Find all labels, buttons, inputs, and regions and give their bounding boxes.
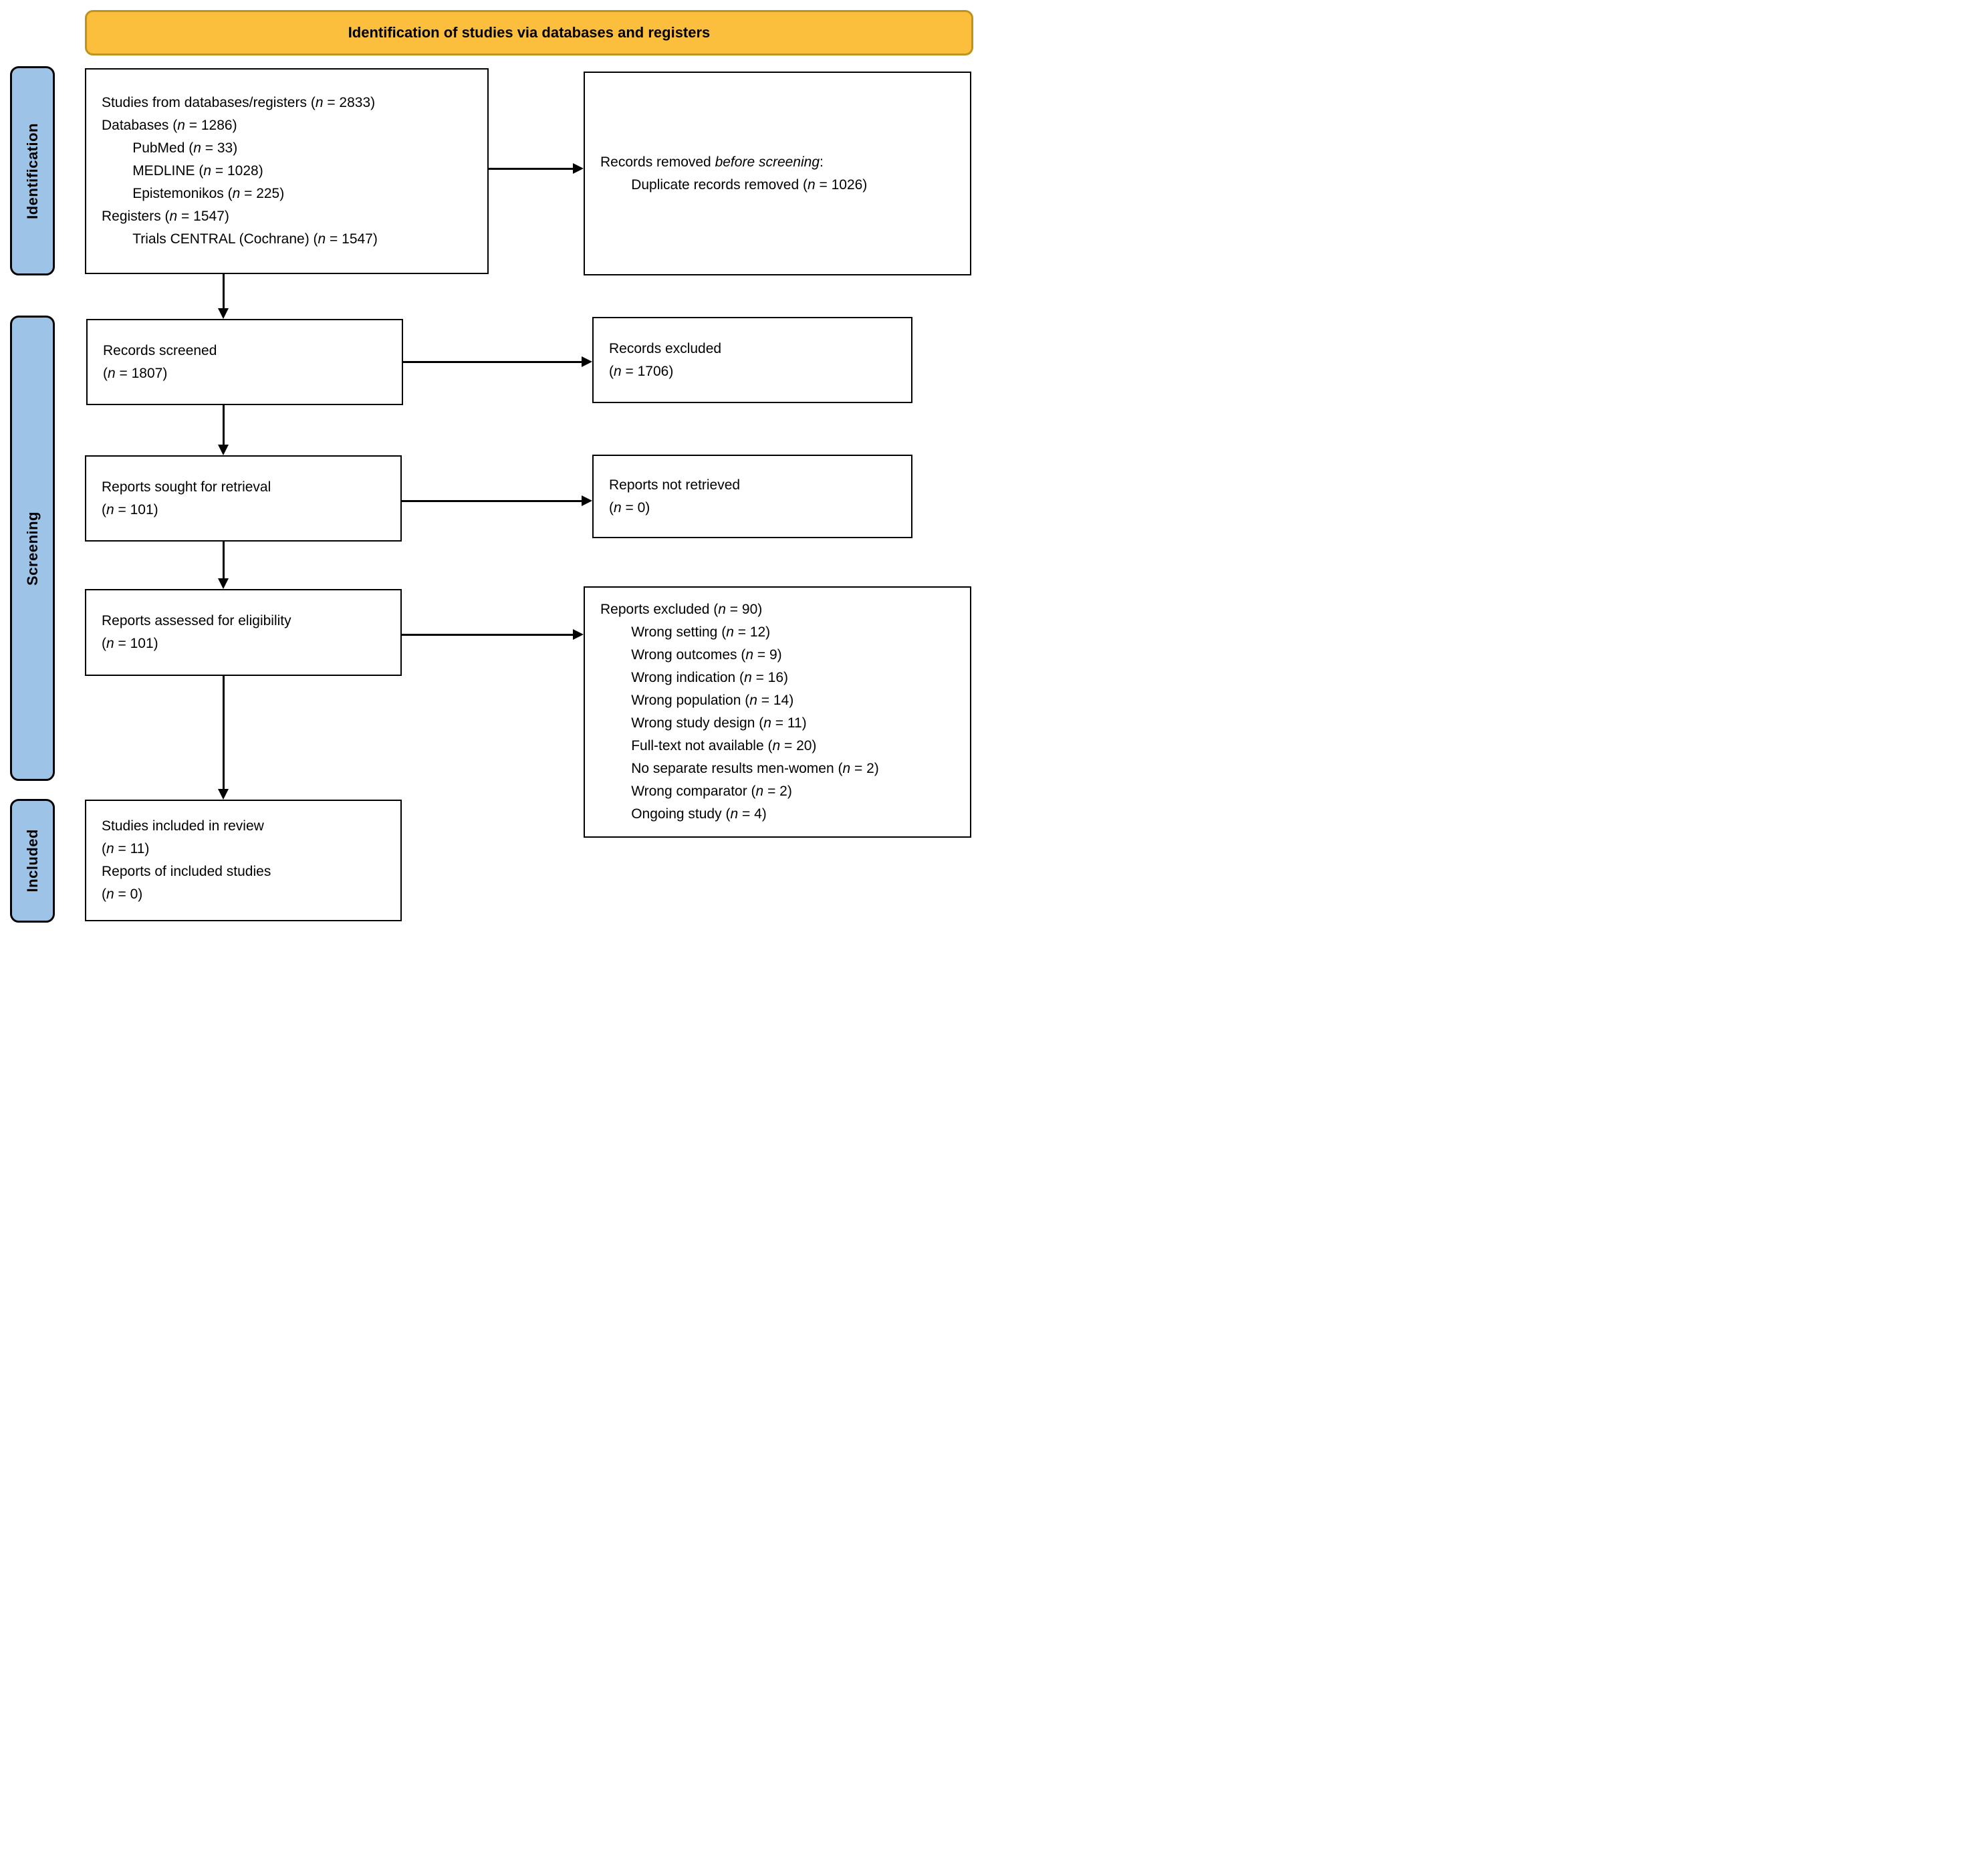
arrow-to-reports-not-retrieved-head xyxy=(582,495,592,506)
box-records-excluded: Records excluded(n = 1706) xyxy=(592,317,912,403)
box-reports-assessed: Reports assessed for eligibility(n = 101… xyxy=(85,589,402,676)
stage-label-included-text: Included xyxy=(23,829,41,893)
prisma-flow-diagram: Identification of studies via databases … xyxy=(0,0,986,938)
box-reports-sought-text: Reports sought for retrieval(n = 101) xyxy=(102,479,271,517)
banner-title: Identification of studies via databases … xyxy=(348,24,711,41)
arrow-identification-to-screened-head xyxy=(218,308,229,319)
box-reports-assessed-text: Reports assessed for eligibility(n = 101… xyxy=(102,613,291,651)
arrow-sought-to-assessed-line xyxy=(223,542,225,580)
stage-label-identification: Identification xyxy=(10,66,55,275)
box-records-screened: Records screened(n = 1807) xyxy=(86,319,403,405)
box-reports-not-retrieved: Reports not retrieved(n = 0) xyxy=(592,455,912,538)
arrow-identification-to-screened-line xyxy=(223,274,225,310)
box-records-removed-before-screening: Records removed before screening:Duplica… xyxy=(584,72,971,275)
box-reports-excluded-reasons-text: Reports excluded (n = 90)Wrong setting (… xyxy=(600,602,879,822)
arrow-to-reports-excluded-head xyxy=(573,629,584,640)
box-studies-included-text: Studies included in review(n = 11)Report… xyxy=(102,818,271,902)
box-studies-included: Studies included in review(n = 11)Report… xyxy=(85,800,402,921)
banner-identification-via-databases: Identification of studies via databases … xyxy=(85,10,973,55)
arrow-to-records-excluded-line xyxy=(403,361,583,363)
box-records-excluded-text: Records excluded(n = 1706) xyxy=(609,340,722,379)
arrow-to-records-removed-line xyxy=(489,168,574,170)
arrow-sought-to-assessed-head xyxy=(218,578,229,589)
stage-label-identification-text: Identification xyxy=(23,122,41,219)
arrow-screened-to-sought-line xyxy=(223,405,225,446)
stage-label-screening-text: Screening xyxy=(23,511,41,586)
box-studies-from-databases-text: Studies from databases/registers (n = 28… xyxy=(102,95,378,247)
box-reports-not-retrieved-text: Reports not retrieved(n = 0) xyxy=(609,477,741,515)
box-reports-sought: Reports sought for retrieval(n = 101) xyxy=(85,455,402,542)
arrow-to-reports-not-retrieved-line xyxy=(402,500,583,502)
arrow-screened-to-sought-head xyxy=(218,445,229,455)
box-records-screened-text: Records screened(n = 1807) xyxy=(103,342,217,381)
box-studies-from-databases: Studies from databases/registers (n = 28… xyxy=(85,68,489,274)
stage-label-included: Included xyxy=(10,799,55,923)
arrow-to-records-excluded-head xyxy=(582,356,592,367)
arrow-to-records-removed-head xyxy=(573,163,584,174)
arrow-assessed-to-included-line xyxy=(223,676,225,790)
arrow-to-reports-excluded-line xyxy=(402,634,574,636)
arrow-assessed-to-included-head xyxy=(218,789,229,800)
box-reports-excluded-reasons: Reports excluded (n = 90)Wrong setting (… xyxy=(584,586,971,838)
box-records-removed-before-screening-text: Records removed before screening:Duplica… xyxy=(600,154,868,193)
stage-label-screening: Screening xyxy=(10,316,55,781)
